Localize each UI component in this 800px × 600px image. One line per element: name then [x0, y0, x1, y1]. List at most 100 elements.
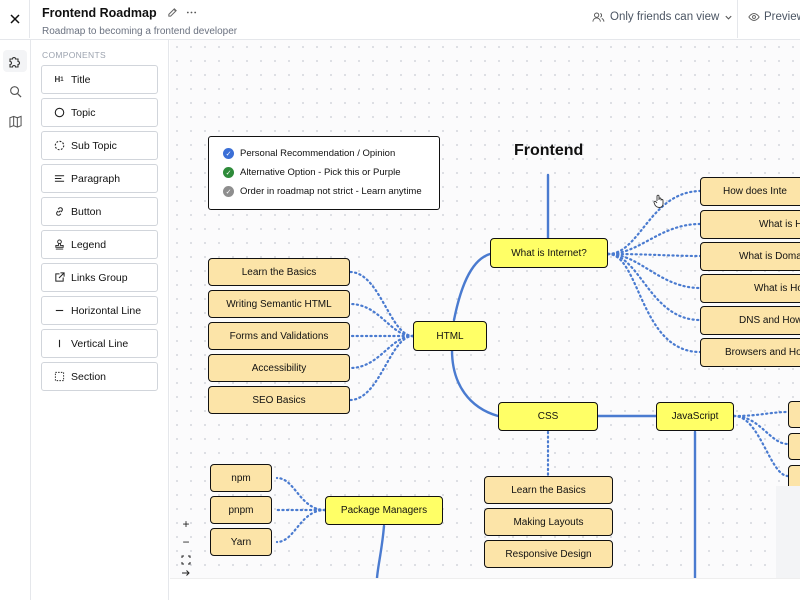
map-tab[interactable] [3, 110, 27, 132]
zoom-out-button[interactable]: − [182, 535, 190, 549]
left-rail [0, 40, 31, 600]
legend-item: ✓ Alternative Option - Pick this or Purp… [223, 167, 401, 178]
roadmap-canvas[interactable]: ✓ Personal Recommendation / Opinion ✓ Al… [170, 40, 800, 578]
paragraph-icon [53, 173, 65, 185]
component-label: Sub Topic [71, 139, 117, 152]
stamp-icon [53, 239, 65, 251]
vertical-scrollbar[interactable] [776, 486, 800, 578]
subtopic-yarn[interactable]: Yarn [210, 528, 272, 556]
topic-html[interactable]: HTML [413, 321, 487, 351]
subtopic-html-learn-basics[interactable]: Learn the Basics [208, 258, 350, 286]
pan-button[interactable] [177, 567, 195, 578]
horizontal-line-icon [53, 305, 65, 317]
legend-item: ✓ Order in roadmap not strict - Learn an… [223, 186, 422, 197]
visibility-label: Only friends can view [610, 11, 720, 23]
component-label: Button [71, 205, 102, 218]
map-icon [8, 115, 22, 128]
dashed-square-icon [53, 371, 65, 383]
visibility-dropdown[interactable]: Only friends can view [592, 11, 733, 23]
roadmap-title: Frontend Roadmap [42, 6, 157, 20]
component-label: Legend [71, 238, 107, 251]
component-button[interactable]: Button [41, 197, 158, 226]
fit-screen-icon [181, 555, 191, 565]
legend-label: Personal Recommendation / Opinion [240, 148, 396, 159]
component-label: Title [71, 73, 91, 86]
component-legend[interactable]: Legend [41, 230, 158, 259]
subtopic-pnpm[interactable]: pnpm [210, 496, 272, 524]
legend-label: Alternative Option - Pick this or Purple [240, 167, 401, 178]
component-label: Section [71, 370, 107, 383]
chevron-down-icon [725, 15, 732, 20]
subtopic-css-learn-basics[interactable]: Learn the Basics [484, 476, 613, 504]
horizontal-scrollbar[interactable] [170, 578, 800, 600]
subtopic-dns-and-how-it-works[interactable]: DNS and How [700, 306, 800, 335]
subtopic-what-is-domain-name[interactable]: What is Doma [700, 242, 800, 271]
component-sub-topic[interactable]: Sub Topic [41, 131, 158, 160]
check-icon: ✓ [223, 186, 234, 197]
subtopic-how-does-internet-work[interactable]: How does Inte [700, 177, 800, 206]
topic-javascript[interactable]: JavaScript [656, 402, 734, 431]
component-section[interactable]: Section [41, 362, 158, 391]
subtopic-javascript-stub[interactable] [788, 433, 800, 460]
subtopic-what-is-hosting[interactable]: What is Ho [700, 274, 800, 303]
subtopic-npm[interactable]: npm [210, 464, 272, 492]
check-icon: ✓ [223, 148, 234, 159]
more-icon[interactable] [186, 7, 197, 18]
users-icon [592, 12, 605, 22]
subtopic-writing-semantic-html[interactable]: Writing Semantic HTML [208, 290, 350, 318]
vertical-line-icon [53, 338, 65, 350]
subtopic-forms-and-validations[interactable]: Forms and Validations [208, 322, 350, 350]
component-label: Paragraph [71, 172, 121, 185]
subtopic-accessibility[interactable]: Accessibility [208, 354, 350, 382]
component-label: Links Group [71, 271, 128, 284]
close-icon [9, 14, 20, 24]
arrow-right-icon [182, 570, 190, 576]
topic-what-is-internet[interactable]: What is Internet? [490, 238, 608, 268]
component-label: Topic [71, 106, 96, 119]
subtopic-seo-basics[interactable]: SEO Basics [208, 386, 350, 414]
roadmap-heading[interactable]: Frontend [514, 142, 584, 159]
panel-heading: COMPONENTS [42, 50, 106, 60]
subtopic-making-layouts[interactable]: Making Layouts [484, 508, 613, 536]
subtopic-what-is-http[interactable]: What is H [700, 210, 800, 239]
header-divider [737, 0, 738, 38]
external-link-icon [53, 272, 65, 284]
topic-package-managers[interactable]: Package Managers [325, 496, 443, 525]
edit-icon[interactable] [167, 7, 178, 18]
component-links-group[interactable]: Links Group [41, 263, 158, 292]
legend-item: ✓ Personal Recommendation / Opinion [223, 148, 395, 159]
circle-icon [53, 107, 65, 119]
title-area: Frontend Roadmap Roadmap to becoming a f… [42, 4, 237, 37]
component-topic[interactable]: Topic [41, 98, 158, 127]
eye-icon [748, 13, 760, 21]
connector-lines [275, 173, 790, 578]
component-label: Horizontal Line [71, 304, 142, 317]
subtopic-javascript-stub[interactable] [788, 401, 800, 428]
component-vertical-line[interactable]: Vertical Line [41, 329, 158, 358]
header: Frontend Roadmap Roadmap to becoming a f… [0, 0, 800, 40]
preview-button[interactable]: Preview [748, 11, 800, 23]
check-icon: ✓ [223, 167, 234, 178]
puzzle-icon [9, 57, 20, 68]
search-tab[interactable] [3, 80, 27, 102]
preview-label: Preview [764, 11, 800, 23]
topic-css[interactable]: CSS [498, 402, 598, 431]
link-icon [53, 206, 65, 218]
close-button[interactable] [0, 0, 30, 38]
hand-cursor-icon [653, 194, 664, 208]
component-horizontal-line[interactable]: Horizontal Line [41, 296, 158, 325]
zoom-in-button[interactable]: + [182, 517, 190, 531]
legend-box[interactable]: ✓ Personal Recommendation / Opinion ✓ Al… [208, 136, 440, 210]
fit-view-button[interactable] [177, 551, 195, 569]
legend-label: Order in roadmap not strict - Learn anyt… [240, 186, 422, 197]
subtopic-browsers-and-how-they-work[interactable]: Browsers and Ho [700, 338, 800, 367]
subtopic-responsive-design[interactable]: Responsive Design [484, 540, 613, 568]
dashed-circle-icon [53, 140, 65, 152]
roadmap-subtitle: Roadmap to becoming a frontend developer [42, 26, 238, 37]
component-paragraph[interactable]: Paragraph [41, 164, 158, 193]
component-label: Vertical Line [71, 337, 129, 350]
components-tab[interactable] [3, 50, 27, 72]
